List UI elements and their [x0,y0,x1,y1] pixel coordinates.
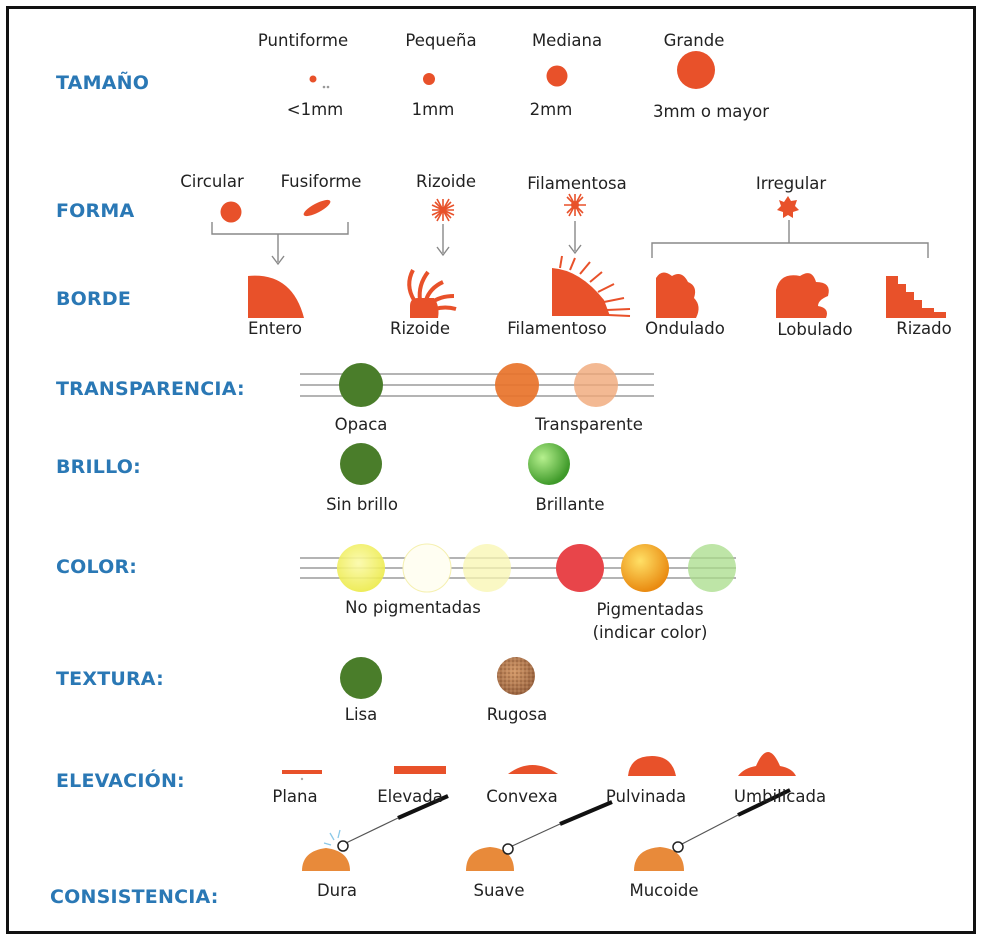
elevation-label-umbilicada: Umbilicada [734,787,826,806]
dot-grande [677,51,715,89]
size-label-grande: Grande [664,31,725,50]
consistency-label-mucoide: Mucoide [629,881,698,900]
size-value-3: 2mm [530,100,573,119]
size-dots [310,51,716,89]
edge-lobulado-icon [776,273,829,318]
pulvinada-shape [628,756,676,776]
edge-ondulado-icon [656,272,699,318]
transparency-label-opaca: Opaca [335,415,388,434]
transparente-circle-2 [574,363,618,407]
consistency-dura [302,796,448,871]
connectors [212,220,928,264]
dot-puntiforme [310,76,317,83]
elevation-label-plana: Plana [272,787,317,806]
sin-brillo-circle [340,443,382,485]
shine-label-brillante: Brillante [535,495,604,514]
dot-mediana [547,66,568,87]
edge-label-ondulado: Ondulado [645,319,725,338]
transparente-circle-1 [495,363,539,407]
shape-fusiforme-icon [302,197,333,219]
elevation-label-pulvinada: Pulvinada [606,787,686,806]
color-yellow-circle [337,544,385,592]
edge-shapes [248,256,946,318]
shape-label-fusiforme: Fusiforme [281,172,362,191]
edge-label-rizoide: Rizoide [390,319,450,338]
brillante-circle [528,443,570,485]
shine-label-sin-brillo: Sin brillo [326,495,398,514]
edge-filamentoso-icon [552,256,630,316]
shape-circular-icon [221,202,242,223]
size-label-mediana: Mediana [532,31,602,50]
shape-label-circular: Circular [180,172,244,191]
color-label-indicar: (indicar color) [593,623,708,642]
shape-label-filamentosa: Filamentosa [527,174,627,193]
consistency-label-dura: Dura [317,881,357,900]
edge-label-filamentoso: Filamentoso [507,319,607,338]
edge-rizado-icon [886,276,946,318]
size-value-2: 1mm [412,100,455,119]
consistency-suave [466,802,612,871]
transparency-row [300,363,654,407]
edge-label-entero: Entero [248,319,302,338]
consistency-label-suave: Suave [474,881,525,900]
plana-shape [282,770,322,774]
umbilicada-shape [738,752,796,776]
color-row [300,544,736,592]
size-label-pequena: Pequeña [405,31,476,50]
color-red-circle [556,544,604,592]
size-value-4: 3mm o mayor [653,102,769,121]
elevation-shapes [282,752,796,780]
texture-label-lisa: Lisa [345,705,377,724]
color-gold-circle [621,544,669,592]
color-green-circle [688,544,736,592]
dot-pequena [423,73,435,85]
elevation-label-convexa: Convexa [486,787,558,806]
size-value-1: <1mm [287,100,343,119]
edge-label-rizado: Rizado [896,319,951,338]
shape-label-rizoide: Rizoide [416,172,476,191]
opaca-circle [339,363,383,407]
shape-icons [221,194,800,223]
color-label-no-pigmentadas: No pigmentadas [345,598,481,617]
texture-label-rugosa: Rugosa [487,705,547,724]
edge-entero-icon [248,276,304,318]
size-label-puntiforme: Puntiforme [258,31,348,50]
shape-label-irregular: Irregular [756,174,826,193]
shape-irregular-icon [777,196,799,218]
edge-label-lobulado: Lobulado [777,320,852,339]
color-pale-yellow-circle [463,544,511,592]
convexa-shape [508,765,558,774]
color-label-pigmentadas: Pigmentadas [596,600,703,619]
color-white-circle [403,544,451,592]
elevation-label-elevada: Elevada [377,787,443,806]
edge-rizoide-icon [409,270,456,318]
elevada-shape [394,766,446,774]
lisa-circle [340,657,382,699]
transparency-label-transparente: Transparente [535,415,643,434]
